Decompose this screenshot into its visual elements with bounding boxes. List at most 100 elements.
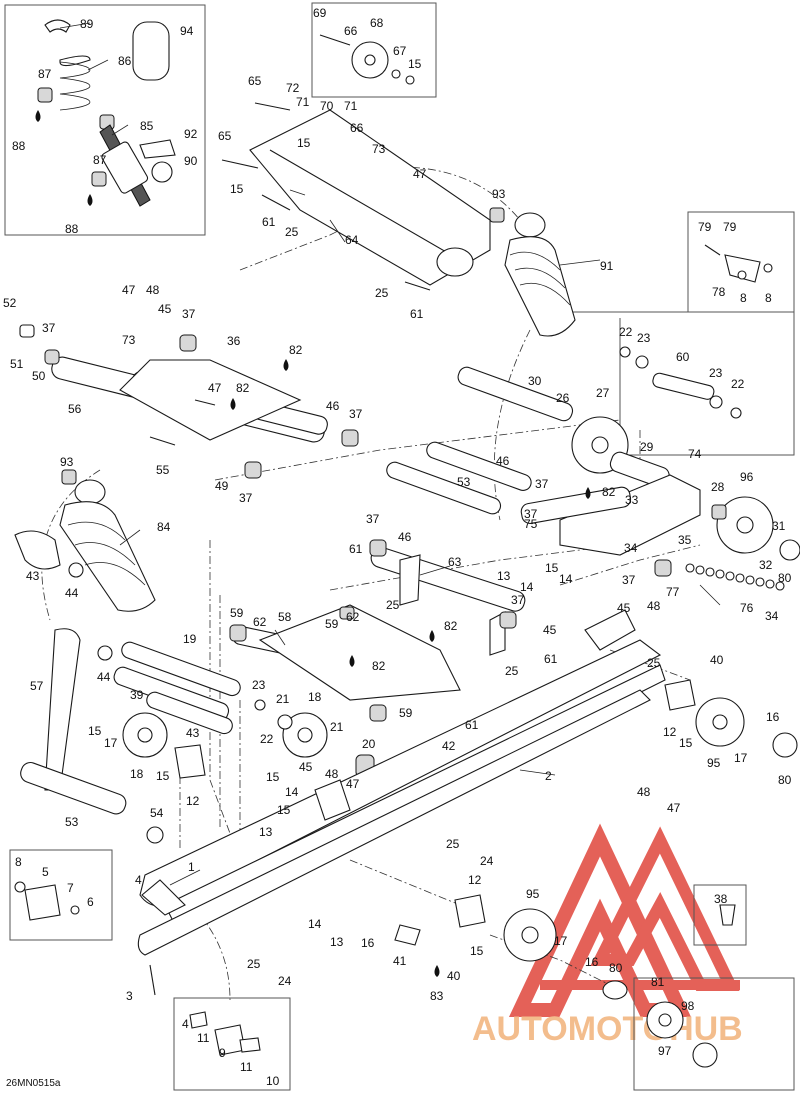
callout-70: 70 bbox=[320, 99, 334, 113]
callout-8: 8 bbox=[765, 291, 772, 305]
callout-37: 37 bbox=[366, 512, 380, 526]
callout-71: 71 bbox=[344, 99, 358, 113]
callout-9: 9 bbox=[219, 1046, 226, 1060]
callout-59: 59 bbox=[325, 617, 339, 631]
callout-12: 12 bbox=[663, 725, 677, 739]
callout-4: 4 bbox=[135, 873, 142, 887]
callout-45: 45 bbox=[299, 760, 313, 774]
callout-44: 44 bbox=[97, 670, 111, 684]
callout-65: 65 bbox=[218, 129, 232, 143]
callout-80: 80 bbox=[778, 773, 792, 787]
grease-icon bbox=[349, 655, 355, 667]
callout-4: 4 bbox=[182, 1017, 189, 1031]
callout-74: 74 bbox=[688, 447, 702, 461]
callout-85: 85 bbox=[140, 119, 154, 133]
callout-84: 84 bbox=[157, 520, 171, 534]
callout-86: 86 bbox=[118, 54, 132, 68]
callout-88: 88 bbox=[12, 139, 26, 153]
bracket-group bbox=[704, 244, 773, 283]
idler-top-group bbox=[319, 34, 415, 85]
callout-66: 66 bbox=[344, 24, 358, 38]
callout-82: 82 bbox=[289, 343, 303, 357]
callout-69: 69 bbox=[313, 6, 327, 20]
callout-58: 58 bbox=[278, 610, 292, 624]
callout-45: 45 bbox=[158, 302, 172, 316]
callout-37: 37 bbox=[511, 593, 525, 607]
callout-14: 14 bbox=[520, 580, 534, 594]
callout-37: 37 bbox=[239, 491, 253, 505]
inset-block bbox=[9, 849, 113, 941]
callout-76: 76 bbox=[740, 601, 754, 615]
callout-25: 25 bbox=[375, 286, 389, 300]
callout-37: 37 bbox=[182, 307, 196, 321]
callout-23: 23 bbox=[252, 678, 266, 692]
callout-14: 14 bbox=[285, 785, 299, 799]
callout-34: 34 bbox=[624, 541, 638, 555]
callout-17: 17 bbox=[734, 751, 748, 765]
callout-79: 79 bbox=[698, 220, 712, 234]
callout-12: 12 bbox=[468, 873, 482, 887]
callout-15: 15 bbox=[88, 724, 102, 738]
callout-21: 21 bbox=[276, 692, 290, 706]
callout-21: 21 bbox=[330, 720, 344, 734]
lower-front-arm bbox=[20, 628, 375, 844]
callout-44: 44 bbox=[65, 586, 79, 600]
callout-96: 96 bbox=[740, 470, 754, 484]
callout-19: 19 bbox=[183, 632, 197, 646]
callout-45: 45 bbox=[543, 623, 557, 637]
callout-6: 6 bbox=[87, 895, 94, 909]
callout-16: 16 bbox=[766, 710, 780, 724]
callout-2: 2 bbox=[545, 769, 552, 783]
callout-25: 25 bbox=[446, 837, 460, 851]
callout-94: 94 bbox=[180, 24, 194, 38]
callout-48: 48 bbox=[325, 767, 339, 781]
callout-46: 46 bbox=[326, 399, 340, 413]
inset-idler-top bbox=[311, 2, 437, 98]
callout-49: 49 bbox=[215, 479, 229, 493]
callout-80: 80 bbox=[778, 571, 792, 585]
callout-34: 34 bbox=[765, 609, 779, 623]
callout-66: 66 bbox=[350, 121, 364, 135]
callout-95: 95 bbox=[707, 756, 721, 770]
callout-60: 60 bbox=[676, 350, 690, 364]
callout-36: 36 bbox=[227, 334, 241, 348]
callout-29: 29 bbox=[640, 440, 654, 454]
slide-rails bbox=[137, 609, 666, 956]
callout-59: 59 bbox=[230, 606, 244, 620]
callout-45: 45 bbox=[617, 601, 631, 615]
callout-25: 25 bbox=[285, 225, 299, 239]
callout-13: 13 bbox=[497, 569, 511, 583]
callout-18: 18 bbox=[130, 767, 144, 781]
callout-72: 72 bbox=[286, 81, 300, 95]
callout-18: 18 bbox=[308, 690, 322, 704]
callout-32: 32 bbox=[759, 558, 773, 572]
callout-82: 82 bbox=[602, 485, 616, 499]
rear-arm-upper bbox=[19, 324, 359, 479]
grease-drops bbox=[230, 359, 591, 977]
callout-28: 28 bbox=[711, 480, 725, 494]
callout-68: 68 bbox=[370, 16, 384, 30]
callout-22: 22 bbox=[619, 325, 633, 339]
callout-92: 92 bbox=[184, 127, 198, 141]
callout-39: 39 bbox=[130, 688, 144, 702]
callout-25: 25 bbox=[647, 656, 661, 670]
callout-82: 82 bbox=[444, 619, 458, 633]
callout-93: 93 bbox=[492, 187, 506, 201]
callout-33: 33 bbox=[625, 493, 639, 507]
callout-23: 23 bbox=[637, 331, 651, 345]
callout-8: 8 bbox=[740, 291, 747, 305]
callout-31: 31 bbox=[772, 519, 786, 533]
inset-axle bbox=[560, 311, 795, 456]
callout-93: 93 bbox=[60, 455, 74, 469]
callout-30: 30 bbox=[528, 374, 542, 388]
callout-15: 15 bbox=[277, 803, 291, 817]
callout-51: 51 bbox=[10, 357, 24, 371]
callout-75: 75 bbox=[524, 517, 538, 531]
callout-90: 90 bbox=[184, 154, 198, 168]
front-arm-upper bbox=[221, 102, 491, 291]
callout-23: 23 bbox=[709, 366, 723, 380]
callout-95: 95 bbox=[526, 887, 540, 901]
callout-47: 47 bbox=[346, 777, 360, 791]
callout-15: 15 bbox=[545, 561, 559, 575]
